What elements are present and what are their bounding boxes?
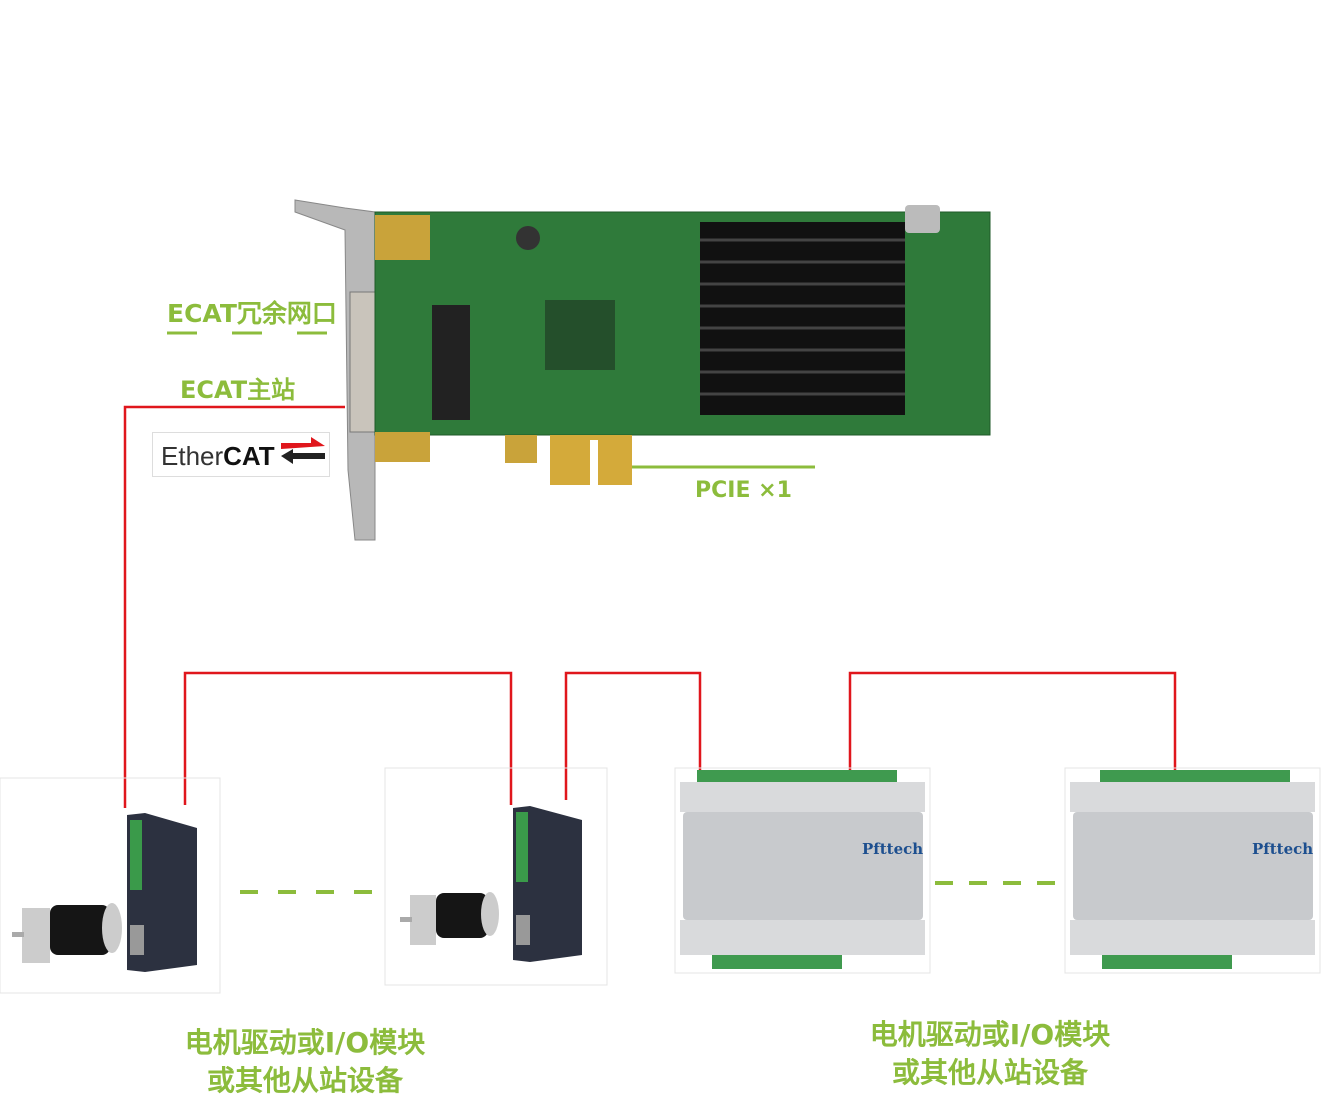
caption-right-line2: 或其他从站设备	[891, 1056, 1088, 1089]
link-drive2-to-io1	[564, 671, 702, 800]
device-frame-drive2	[384, 767, 608, 986]
link-master-to-drive1	[123, 405, 345, 808]
logo-text-ether: Ether	[161, 441, 224, 471]
ethercat-arrows-icon	[281, 437, 325, 464]
io-module-1-brand: Pfttech	[862, 840, 924, 858]
heatsink	[700, 222, 905, 415]
bracket-mount-gold	[375, 432, 430, 462]
gold-finger-left	[505, 435, 537, 463]
device-frame-io2	[1064, 767, 1321, 974]
bracket-mount-gold	[375, 215, 430, 260]
ethercat-links	[123, 405, 1177, 808]
caption-right: 电机驱动或I/O模块 或其他从站设备	[840, 1016, 1140, 1092]
link-drive1-to-drive2	[183, 671, 513, 805]
pcie-key-notch	[590, 440, 598, 485]
pcie-label: PCIE ×1	[695, 478, 792, 503]
servo-drive-2	[513, 806, 582, 962]
device-frame-drive1	[0, 777, 221, 994]
caption-left: 电机驱动或I/O模块 或其他从站设备	[155, 1024, 455, 1100]
caption-right-line1: 电机驱动或I/O模块	[869, 1018, 1111, 1051]
io-module-2-brand: Pfttech	[1252, 840, 1314, 858]
master-label: ECAT主站	[180, 376, 296, 404]
device-frame-io1	[674, 767, 931, 974]
servo-drive-1	[127, 813, 197, 972]
pcie-bracket	[294, 199, 376, 541]
ethercat-logo: EtherCAT	[152, 432, 330, 477]
link-io1-to-io2	[848, 671, 1177, 790]
usb-c-port	[905, 205, 940, 233]
caption-left-line1: 电机驱动或I/O模块	[184, 1026, 426, 1059]
servo-motor-1	[12, 903, 122, 963]
io-module-2	[1070, 770, 1315, 969]
heatsink-fins	[700, 238, 905, 396]
caption-left-line2: 或其他从站设备	[206, 1064, 403, 1097]
logo-text-cat: CAT	[223, 441, 275, 471]
servo-motor-2	[400, 892, 499, 945]
chip	[432, 305, 470, 420]
chip	[545, 300, 615, 370]
capacitor	[516, 226, 540, 250]
redundant-port-label: ECAT冗余网口	[167, 299, 337, 328]
io-module-1	[680, 770, 925, 969]
